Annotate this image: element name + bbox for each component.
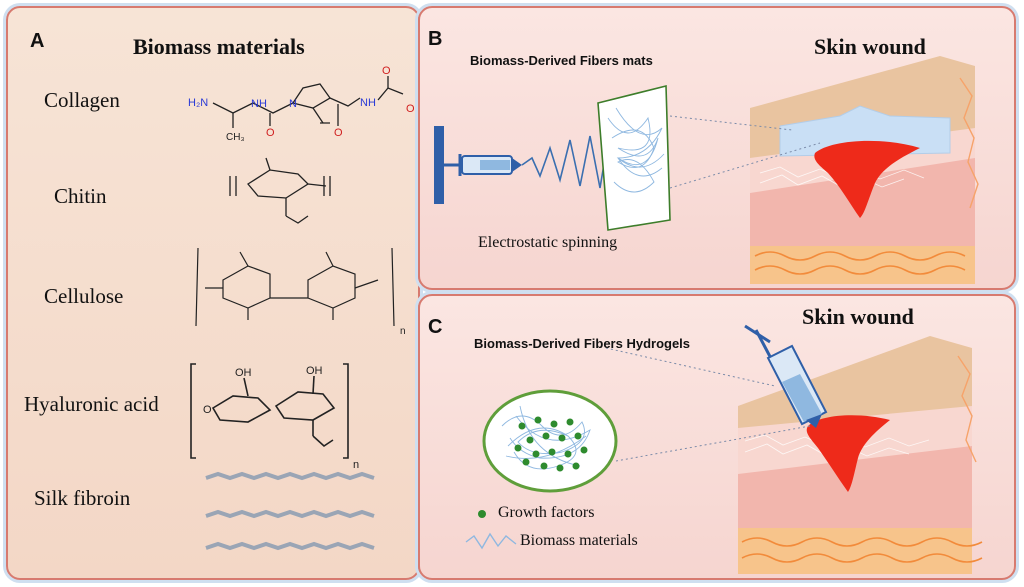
chem-n: N xyxy=(289,98,297,110)
fiber-mats-label: Biomass-Derived Fibers mats xyxy=(470,53,653,68)
chitin-structure xyxy=(229,157,331,224)
legend-growth-factors-label: Growth factors xyxy=(498,504,595,521)
label-silk-fibroin: Silk fibroin xyxy=(34,486,131,510)
panel-a-biomass-materials: A Biomass materials Collagen Chitin Cell… xyxy=(6,6,420,580)
chem-o-2: O xyxy=(266,127,275,139)
chem-ch3: CH₃ xyxy=(226,132,245,143)
label-cellulose: Cellulose xyxy=(44,284,124,308)
panel-c-title: Skin wound xyxy=(802,304,914,329)
fiber-mat-collector xyxy=(597,84,671,231)
chem-nh-2: NH xyxy=(360,97,376,109)
cellulose-structure xyxy=(195,247,395,327)
panel-b-illustration xyxy=(434,56,979,284)
ha-oh-1: OH xyxy=(235,367,252,379)
legend-biomass-materials-label: Biomass materials xyxy=(520,532,638,549)
collagen-structure xyxy=(212,76,404,128)
panel-c-letter: C xyxy=(428,316,443,338)
silk-fibroin-structure xyxy=(205,471,375,551)
panel-c-hydrogel: C Skin wound Biomass-Derived Fibers Hydr… xyxy=(418,294,1016,580)
label-collagen: Collagen xyxy=(44,88,120,112)
syringe-b xyxy=(444,154,522,176)
chemical-structures: H₂N NH N NH OH O O O CH₃ xyxy=(188,65,418,551)
ha-oh-2: OH xyxy=(306,365,323,377)
chem-h2n: H₂N xyxy=(188,97,208,109)
panel-c-illustration xyxy=(465,324,983,574)
growth-factor-dots xyxy=(514,416,588,472)
label-hyaluronic-acid: Hyaluronic acid xyxy=(24,392,159,416)
hydrogel-circle xyxy=(482,389,618,493)
chem-o-3: O xyxy=(334,127,343,139)
panel-a-title: Biomass materials xyxy=(133,34,305,59)
chem-oh: OH xyxy=(406,103,418,115)
panel-b-title: Skin wound xyxy=(814,34,926,59)
legend-biomass-fiber xyxy=(465,532,517,550)
chem-nh-1: NH xyxy=(251,98,267,110)
wound-c xyxy=(806,415,890,492)
hydrogel-label: Biomass-Derived Fibers Hydrogels xyxy=(474,336,691,351)
collector-plate xyxy=(434,126,444,204)
legend-growth-factor-dot xyxy=(478,510,486,518)
syringe-c xyxy=(744,324,828,428)
panel-b-electrospinning: B Skin wound Biomass-Derived Fibers mats… xyxy=(418,6,1016,290)
ha-n: n xyxy=(353,459,359,471)
label-chitin: Chitin xyxy=(54,184,107,208)
panel-a-letter: A xyxy=(30,30,45,52)
chem-o-1: O xyxy=(382,65,391,77)
panel-b-letter: B xyxy=(428,28,443,50)
wound-b xyxy=(814,140,920,218)
fiber-mat-dressing xyxy=(779,105,951,157)
cellulose-n: n xyxy=(400,326,406,337)
electrostatic-spinning-label: Electrostatic spinning xyxy=(478,234,618,251)
hyaluronic-acid-structure xyxy=(190,363,349,459)
ha-o: O xyxy=(203,404,212,416)
